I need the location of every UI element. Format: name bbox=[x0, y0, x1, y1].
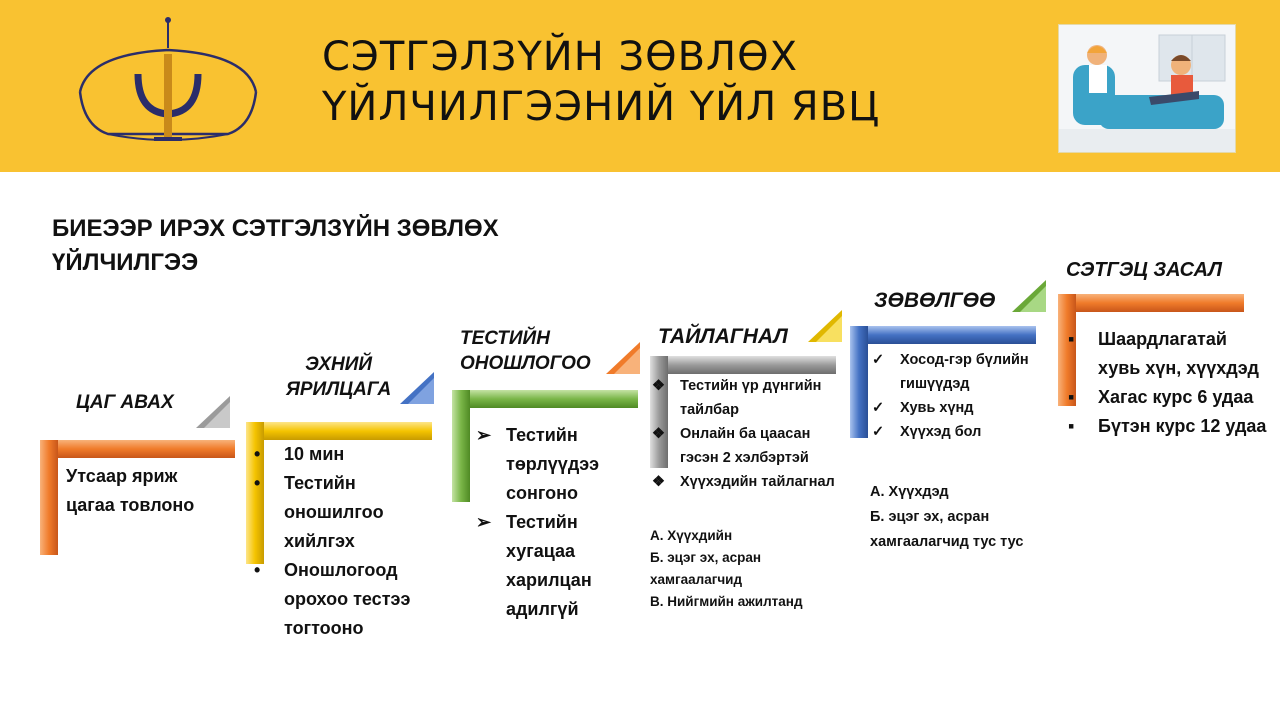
step-arrow-icon bbox=[400, 372, 434, 404]
list-item: ✓Хүүхэд бол bbox=[872, 424, 982, 440]
step-bar-6 bbox=[1058, 294, 1244, 406]
step-label-testiin-onoshlogoo: ТЕСТИЙН ОНОШЛОГОО bbox=[460, 328, 591, 374]
step-list-testiin-onoshlogoo: ➢Тестийн төрлүүдээ сонгоно ➢Тестийн хуга… bbox=[476, 421, 636, 624]
list-item: ▪Хагас курс 6 удаа bbox=[1068, 387, 1254, 407]
page-title: СЭТГЭЛЗҮЙН ЗӨВЛӨХ ҮЙЛЧИЛГЭЭНИЙ ҮЙЛ ЯВЦ bbox=[322, 34, 881, 130]
step-notes-zovolgoo: А. Хүүхдэд Б. эцэг эх, асран хамгаалагчи… bbox=[870, 484, 1024, 550]
step-bar-5 bbox=[850, 326, 1036, 438]
step-list-ehnii-yarilcaga: •10 мин •Тестийн оношилгоо хийлгэх •Онош… bbox=[254, 440, 424, 643]
list-item: ▪Шаардлагатай хувь хүн, хүүхдэд bbox=[1068, 329, 1259, 378]
list-item: ❖Онлайн ба цаасан гэсэн 2 хэлбэртэй bbox=[652, 426, 811, 466]
list-item: ❖Тестийн үр дүнгийн тайлбар bbox=[652, 378, 822, 418]
step-label-cag-avah: ЦАГ АВАХ bbox=[76, 392, 174, 413]
step-text-cag-avah: Утсаар яриж цагаа товлоно bbox=[66, 466, 195, 515]
list-item: ❖Хүүхэдийн тайлагнал bbox=[652, 474, 835, 490]
counseling-session-illustration bbox=[1058, 24, 1236, 153]
step-arrow-icon bbox=[606, 342, 640, 374]
step-label-zovolgoo: ЗӨВӨЛГӨӨ bbox=[874, 289, 996, 312]
step-label-ehnii-yarilcaga: ЭХНИЙ ЯРИЛЦАГА bbox=[286, 354, 392, 400]
step-arrow-icon bbox=[1012, 280, 1046, 312]
step-arrow-icon bbox=[196, 396, 230, 428]
list-item: •Оношлогоод орохоо тестээ тогтооно bbox=[254, 560, 411, 638]
step-bar-4 bbox=[650, 356, 836, 468]
list-item: ✓Хосод-гэр бүлийн гишүүдэд bbox=[872, 352, 1029, 392]
psi-symbol-logo bbox=[78, 17, 258, 141]
step-label-tailagnal: ТАЙЛАГНАЛ bbox=[658, 325, 788, 348]
step-list-tailagnal: ❖Тестийн үр дүнгийн тайлбар ❖Онлайн ба ц… bbox=[652, 374, 852, 494]
list-item: ✓Хувь хүнд bbox=[872, 400, 974, 416]
step-list-setgec-zasal: ▪Шаардлагатай хувь хүн, хүүхдэд ▪Хагас к… bbox=[1068, 325, 1273, 441]
list-item: •Тестийн оношилгоо хийлгэх bbox=[254, 473, 384, 551]
list-item: ➢Тестийн хугацаа харилцан адилгүй bbox=[476, 512, 592, 619]
step-label-setgec-zasal: СЭТГЭЦ ЗАСАЛ bbox=[1066, 259, 1222, 281]
list-item: •10 мин bbox=[254, 444, 345, 464]
step-list-zovolgoo: ✓Хосод-гэр бүлийн гишүүдэд ✓Хувь хүнд ✓Х… bbox=[872, 348, 1042, 444]
step-bar-3 bbox=[452, 390, 638, 502]
list-item: ➢Тестийн төрлүүдээ сонгоно bbox=[476, 425, 600, 503]
list-item: ▪Бүтэн курс 12 удаа bbox=[1068, 416, 1267, 436]
step-bar-1 bbox=[40, 440, 235, 555]
step-bar-2 bbox=[246, 422, 432, 564]
section-heading: БИЕЭЭР ИРЭХ СЭТГЭЛЗҮЙН ЗӨВЛӨХ ҮЙЛЧИЛГЭЭ bbox=[52, 215, 499, 276]
step-notes-tailagnal: А. Хүүхдийн Б. эцэг эх, асран хамгаалагч… bbox=[650, 528, 803, 609]
step-arrow-icon bbox=[808, 310, 842, 342]
